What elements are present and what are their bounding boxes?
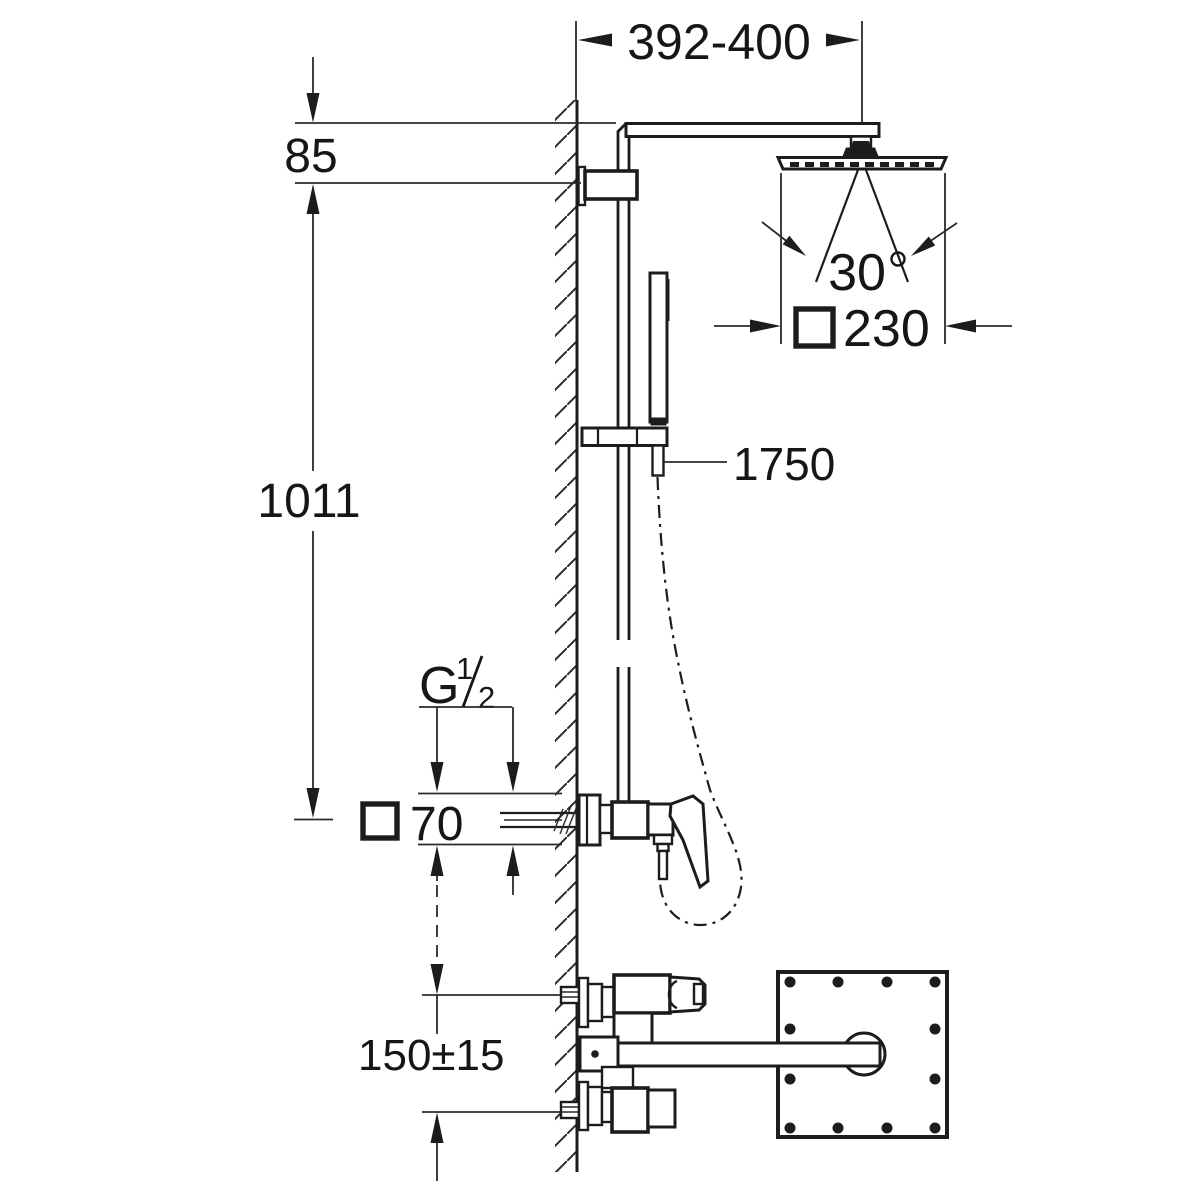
arrow-down	[306, 788, 320, 818]
leader-arrow-right	[911, 236, 936, 256]
arrow-up	[430, 1112, 444, 1143]
hand-shower-face-edge	[666, 279, 670, 321]
leader-right	[928, 222, 958, 243]
arrow-right-inward	[945, 319, 976, 333]
dim-arm-reach: 392-400	[575, 14, 860, 100]
dim-arm-to-holder: 85	[284, 57, 616, 184]
head-ball-joint-upper	[851, 141, 871, 148]
thread-prefix: G	[419, 657, 459, 715]
plate-screw-holes	[784, 976, 941, 1134]
dim-label-arm-reach: 392-400	[627, 14, 811, 70]
head-ball-joint-lower	[842, 147, 879, 158]
riser-pipe	[616, 131, 631, 802]
escutcheon-bottom	[586, 1085, 604, 1127]
diverter-knob-arc	[667, 979, 678, 1010]
wall-hatching	[555, 100, 577, 1172]
mounting-plate	[616, 970, 949, 1139]
head-shower	[775, 156, 949, 283]
escutcheon-plate-top	[577, 976, 590, 1029]
shower-hose	[656, 476, 743, 927]
arm-elbow-chamfer	[616, 122, 627, 133]
label-hose-length: 1750	[664, 438, 835, 490]
valve-mid-body	[612, 1011, 654, 1045]
bath-spout	[616, 1041, 882, 1068]
arrow-up	[306, 184, 320, 214]
square-symbol-icon	[360, 801, 400, 841]
dim-label-1750: 1750	[733, 438, 835, 490]
escutcheon-top	[586, 982, 604, 1023]
dim-label-1011: 1011	[257, 475, 360, 528]
thread-tick-1	[553, 808, 564, 832]
dim-label-85: 85	[284, 130, 337, 183]
valve-step	[600, 1065, 635, 1090]
check-valve-block	[646, 1088, 677, 1129]
wall-bracket	[577, 165, 639, 207]
wall	[555, 100, 579, 1172]
shower-arm	[616, 122, 881, 158]
wall-union-top	[559, 985, 581, 1005]
dim-holder-to-supply: 1011	[257, 184, 361, 821]
thread-tick-3	[565, 805, 578, 835]
mixer-body	[610, 800, 650, 840]
spray-cone-right	[864, 169, 910, 283]
slider-bracket	[580, 426, 669, 447]
spout-pivot-dot	[591, 1050, 599, 1058]
label-thread-size: G 1 2	[419, 651, 520, 792]
diverter-knob-face	[692, 982, 705, 1006]
shower-arm-tube	[624, 122, 881, 138]
head-shower-plate	[775, 156, 949, 171]
hose-nut-1	[652, 833, 674, 846]
valve-top-housing	[612, 973, 672, 1015]
arrow-down-right	[506, 762, 520, 792]
dim-label-70: 70	[410, 798, 463, 851]
thread-tick-2	[559, 805, 572, 835]
valve-bottom-housing	[610, 1086, 650, 1134]
arrow-down	[430, 964, 444, 995]
hose-outlet	[657, 849, 669, 881]
degree-symbol-icon	[890, 251, 906, 267]
arrow-left-inward	[750, 319, 781, 333]
arrow-down-left	[430, 762, 444, 792]
dim-escutcheon-size: 70	[360, 792, 562, 960]
bracket-body	[583, 169, 639, 201]
thread-numerator: 1	[456, 651, 473, 686]
leader-left	[761, 221, 790, 244]
dim-spray-angle: 30	[761, 221, 958, 302]
dim-label-230: 230	[843, 300, 930, 358]
dim-supply-spacing: 150±15	[358, 964, 560, 1181]
wall-union-bottom	[559, 1100, 581, 1120]
arrow-up-right	[506, 845, 520, 876]
hand-shower-base-shade	[650, 417, 667, 426]
arrow-right	[826, 33, 860, 47]
dim-label-150: 150±15	[358, 1031, 505, 1080]
hand-shower-handle	[651, 444, 665, 477]
hand-shower-body	[648, 271, 669, 424]
escutcheon-plate-bottom	[577, 1080, 590, 1132]
mixer-lever	[668, 794, 710, 890]
square-symbol-icon	[793, 306, 836, 349]
hand-shower	[580, 271, 670, 477]
thread-denominator: 2	[478, 680, 495, 715]
fraction-slash	[461, 655, 484, 708]
mixer-valve	[500, 793, 710, 890]
leader-arrow-left	[782, 235, 806, 256]
dim-label-30: 30	[828, 244, 886, 302]
arrow-up-left	[430, 845, 444, 876]
mixer-escutcheon	[577, 793, 602, 847]
dim-head-size: 230	[714, 173, 1012, 358]
spray-cone-left	[814, 169, 860, 283]
arrow-left	[578, 33, 612, 47]
arrow-down	[306, 93, 320, 123]
